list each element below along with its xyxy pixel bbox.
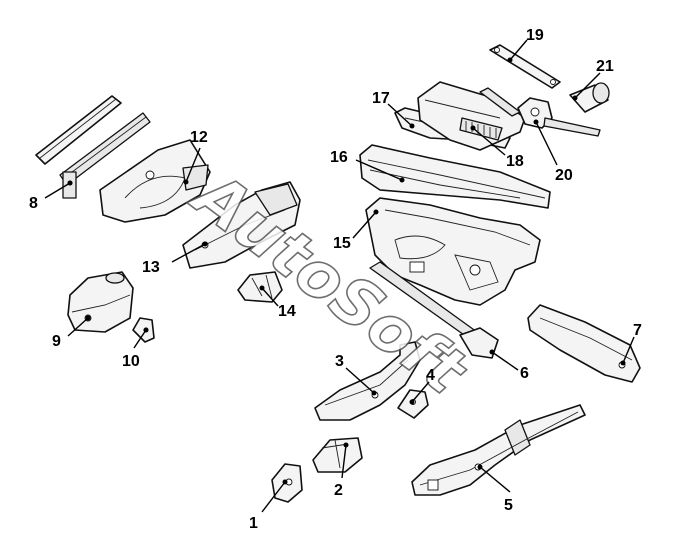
callout-labels: 1 2 3 4 5 6 7 8 9 10 11 12 13 14 15 16 1… <box>29 27 642 532</box>
callout-20: 20 <box>555 167 573 184</box>
part-8-rail <box>35 95 151 199</box>
part-19-wiper-bracket <box>489 44 561 89</box>
callout-13: 13 <box>142 259 160 276</box>
callout-18: 18 <box>506 153 524 170</box>
callout-6: 6 <box>520 365 529 382</box>
callout-2: 2 <box>334 482 343 499</box>
callout-3: 3 <box>335 353 344 370</box>
callout-15: 15 <box>333 235 351 252</box>
part-20-wiper-linkage <box>479 87 601 137</box>
callout-17: 17 <box>372 90 390 107</box>
part-2-support-block <box>312 437 363 473</box>
callout-5: 5 <box>504 497 513 514</box>
callout-16: 16 <box>330 149 348 166</box>
callout-4: 4 <box>426 367 435 384</box>
callout-8: 8 <box>29 195 38 212</box>
part-6-cross-brace <box>369 261 499 359</box>
part-16-cowl-panel <box>359 144 551 209</box>
part-5-frame-rail <box>411 404 586 496</box>
callout-10: 10 <box>122 353 140 370</box>
callout-1: 1 <box>249 515 258 532</box>
callout-12: 12 <box>190 129 208 146</box>
part-7-cross-member <box>527 304 641 383</box>
part-9-battery-tray <box>67 271 134 333</box>
callout-19: 19 <box>526 27 544 44</box>
callout-9: 9 <box>52 333 61 350</box>
callout-7: 7 <box>633 322 642 339</box>
callout-14: 14 <box>278 303 296 320</box>
part-13-bracket <box>182 181 301 269</box>
callout-21: 21 <box>596 58 614 75</box>
leader-lines <box>44 39 635 513</box>
part-18-cowl-grille <box>417 81 526 151</box>
